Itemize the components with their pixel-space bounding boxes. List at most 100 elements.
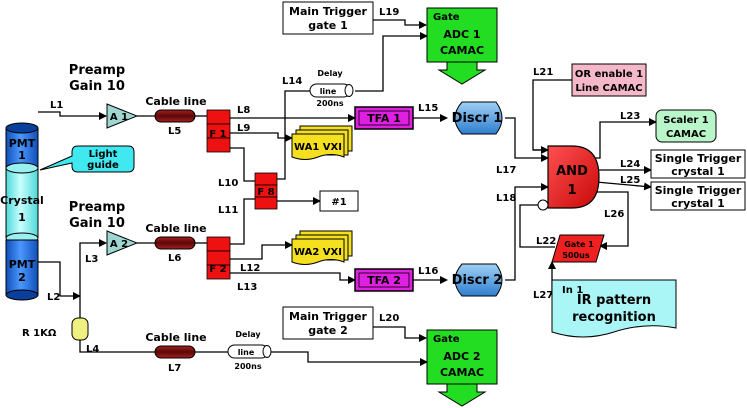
line-bottom-label: line <box>238 348 255 357</box>
f8-label: F 8 <box>257 187 274 198</box>
pmt1-label-b: 1 <box>18 149 26 162</box>
st1-label-b: crystal 1 <box>671 165 725 178</box>
wa1-vxi: WA1 VXI <box>291 125 353 160</box>
pmt1-label-a: PMT <box>9 137 36 150</box>
wa2-label: WA2 VXI <box>294 247 342 258</box>
or-label-b: Line CAMAC <box>575 83 642 94</box>
amplifier-a1: A 1 <box>106 103 139 129</box>
line-labels: L1 L2 L3 L4 L5 L6 L7 L8 L9 L10 L11 L12 L… <box>47 7 640 374</box>
delay-bottom-label: Delay <box>235 330 261 339</box>
adc2-label-a: ADC 2 <box>443 350 480 363</box>
mt2-label-a: Main Trigger <box>289 310 367 323</box>
fanout-f2: F 2 <box>206 236 231 280</box>
main-trigger-gate1: Main Trigger gate 1 <box>282 1 374 35</box>
line-label-l5: L5 <box>168 126 181 137</box>
gate1-500us: Gate 1 500us <box>551 234 605 263</box>
main-trigger-gate2: Main Trigger gate 2 <box>282 306 374 340</box>
delay-line-bottom: Delay line 200ns <box>227 330 272 371</box>
line-top-label: line <box>320 87 337 96</box>
resistor: R 1KΩ <box>22 317 89 341</box>
pmt2-label-b: 2 <box>18 271 26 284</box>
ir-label-a: IR pattern <box>577 293 651 308</box>
discr2: Discr 2 <box>452 263 503 297</box>
adc2-camac: Gate ADC 2 CAMAC <box>426 329 498 407</box>
amplifier-a2: A 2 <box>106 230 139 256</box>
in1-label: In 1 <box>562 285 583 296</box>
ir-label-b: recognition <box>572 310 656 325</box>
wa1-label: WA1 VXI <box>294 142 342 153</box>
preamp2-gain: Gain 10 <box>69 216 125 231</box>
discr2-label: Discr 2 <box>452 273 503 288</box>
line-label-l2: L2 <box>47 292 60 303</box>
gate1-label-a: Gate 1 <box>564 240 594 249</box>
tfa1: TFA 1 <box>354 106 414 130</box>
line-label-l27: L27 <box>533 290 553 301</box>
tfa2: TFA 2 <box>354 268 414 292</box>
delay-line-top: Delay line 200ns <box>309 69 354 108</box>
delay-bottom-ns: 200ns <box>234 362 261 371</box>
line-label-l17: L17 <box>496 165 516 176</box>
line-label-l4: L4 <box>86 344 99 355</box>
delay-top-ns: 200ns <box>316 99 343 108</box>
line-label-l21: L21 <box>533 67 553 78</box>
line-label-l7: L7 <box>168 363 181 374</box>
and-label-a: AND <box>556 164 588 179</box>
line-label-l16: L16 <box>418 266 438 277</box>
line-label-l22: L22 <box>536 236 556 247</box>
scaler-label-a: Scaler 1 <box>663 115 709 126</box>
wires <box>38 19 657 366</box>
discr1-label: Discr 1 <box>452 111 503 126</box>
single-trigger-1: Single Trigger crystal 1 <box>650 149 746 179</box>
mt2-label-b: gate 2 <box>308 324 348 337</box>
st2-label-b: crystal 1 <box>671 197 725 210</box>
preamp2-title: Preamp <box>69 200 125 215</box>
cable-line-3: Cable line <box>145 331 207 359</box>
cable-line-1: Cable line <box>145 95 207 123</box>
pmt2-label-a: PMT <box>9 258 36 271</box>
line-label-l15: L15 <box>418 103 438 114</box>
line-label-l3: L3 <box>85 254 98 265</box>
delay-top-label: Delay <box>317 69 343 78</box>
pmt2: PMT 2 <box>5 239 39 301</box>
line-label-l9: L9 <box>237 123 250 134</box>
mt1-label-b: gate 1 <box>308 19 348 32</box>
cable-line-2: Cable line <box>145 222 207 250</box>
cable2-label: Cable line <box>145 222 206 235</box>
resistor-label: R 1KΩ <box>22 328 57 339</box>
adc1-label-b: CAMAC <box>440 44 484 57</box>
st2-label-a: Single Trigger <box>655 184 742 197</box>
line-label-l23: L23 <box>620 111 640 122</box>
f1-label: F 1 <box>209 129 226 140</box>
mt1-label-a: Main Trigger <box>289 5 367 18</box>
line-label-l14: L14 <box>282 76 302 87</box>
f2-label: F 2 <box>209 264 226 275</box>
line-label-l12: L12 <box>240 263 260 274</box>
light-guide-callout: Light guide <box>39 145 135 173</box>
adc1-label-a: ADC 1 <box>443 28 480 41</box>
line-label-l19: L19 <box>379 7 399 18</box>
fanout-f8: F 8 <box>254 172 278 210</box>
and-label-b: 1 <box>567 183 576 198</box>
cable1-label: Cable line <box>145 95 206 108</box>
gate1-label-b: 500us <box>562 251 589 260</box>
line-label-l10: L10 <box>218 178 238 189</box>
hash1-label: #1 <box>331 197 346 208</box>
output-hash1: #1 <box>319 190 359 212</box>
fanout-f1: F 1 <box>206 109 231 153</box>
single-trigger-2: Single Trigger crystal 1 <box>650 181 746 211</box>
crystal: Crystal 1 <box>0 162 44 244</box>
discr1: Discr 1 <box>452 101 503 135</box>
preamp1-title: Preamp <box>69 63 125 78</box>
and-gate: AND 1 <box>537 145 600 211</box>
line-label-l11: L11 <box>218 205 238 216</box>
adc2-label-b: CAMAC <box>440 366 484 379</box>
tfa1-label: TFA 1 <box>367 112 401 125</box>
tfa2-label: TFA 2 <box>367 274 401 287</box>
scaler1: Scaler 1 CAMAC <box>655 109 717 143</box>
line-label-l26: L26 <box>604 209 624 220</box>
line-label-l25: L25 <box>620 175 640 186</box>
preamp1-gain: Gain 10 <box>69 79 125 94</box>
line-label-l1: L1 <box>50 100 63 111</box>
ir-pattern-recognition: In 1 IR pattern recognition <box>551 279 677 338</box>
